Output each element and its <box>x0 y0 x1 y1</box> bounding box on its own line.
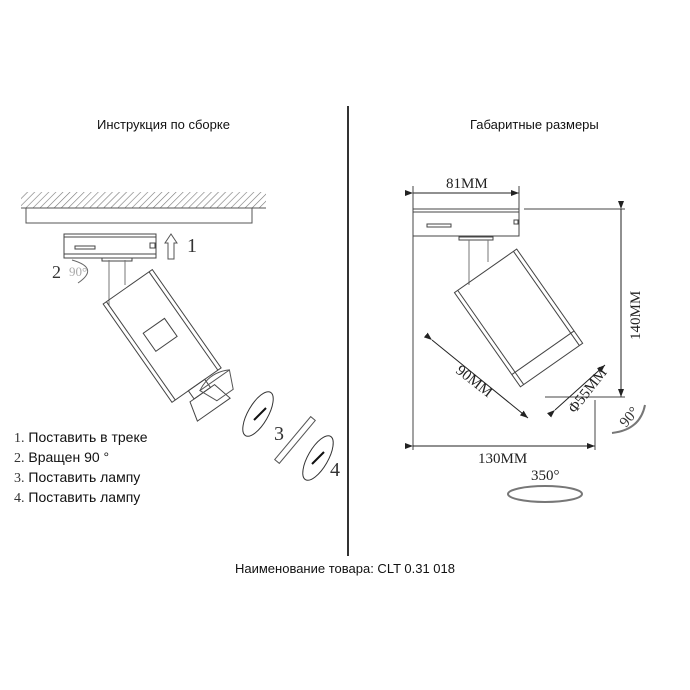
assembly-drawing: 1 2 90° 3 4 <box>21 192 340 481</box>
dim-diameter: Φ55MM <box>566 365 611 416</box>
dim-height: 140MM <box>628 291 644 340</box>
dim-width-top: 81MM <box>446 176 488 192</box>
product-name: Наименование товара: CLT 0.31 018 <box>234 561 456 576</box>
rotate-arrow-icon <box>71 259 88 284</box>
track-adapter <box>63 233 157 262</box>
dimensions-drawing: 81MM 140MM 90MM Φ55MM 90° 130MM 350° <box>405 176 646 503</box>
tilt-arrow-icon <box>611 404 646 434</box>
step-marker-4: 4 <box>330 459 340 481</box>
assembly-steps: 1. Поставить в треке 2. Вращен 90 ° 3. П… <box>14 428 148 508</box>
assembly-title: Инструкция по сборке <box>97 117 230 132</box>
track-adapter <box>412 208 520 241</box>
step-marker-2: 2 <box>52 262 61 282</box>
rotation-arrow-icon <box>507 485 583 503</box>
spotlight-body <box>453 248 584 388</box>
step-marker-3: 3 <box>274 423 284 445</box>
step-item: 1. Поставить в треке <box>14 429 148 446</box>
dim-total-width: 130MM <box>478 451 527 467</box>
ceiling-hatch <box>21 192 266 224</box>
dim-rotation: 350° <box>531 468 560 484</box>
gu10-lamp <box>199 369 234 402</box>
glass-lens <box>273 415 317 465</box>
panel-divider <box>347 106 349 556</box>
rotation-90-label: 90° <box>69 264 87 279</box>
step-item: 3. Поставить лампу <box>14 469 141 486</box>
up-arrow-icon <box>164 233 178 260</box>
dim-55-line <box>547 364 606 418</box>
ring-3-icon <box>242 391 274 437</box>
spotlight-body <box>102 268 231 422</box>
dim-body-length: 90MM <box>453 363 496 401</box>
step-marker-1: 1 <box>187 235 197 257</box>
dim-90-line <box>423 332 529 419</box>
ring-4-icon <box>302 435 334 481</box>
step-item: 2. Вращен 90 ° <box>14 449 110 466</box>
step-item: 4. Поставить лампу <box>14 489 141 506</box>
dimensions-title: Габаритные размеры <box>470 117 599 132</box>
